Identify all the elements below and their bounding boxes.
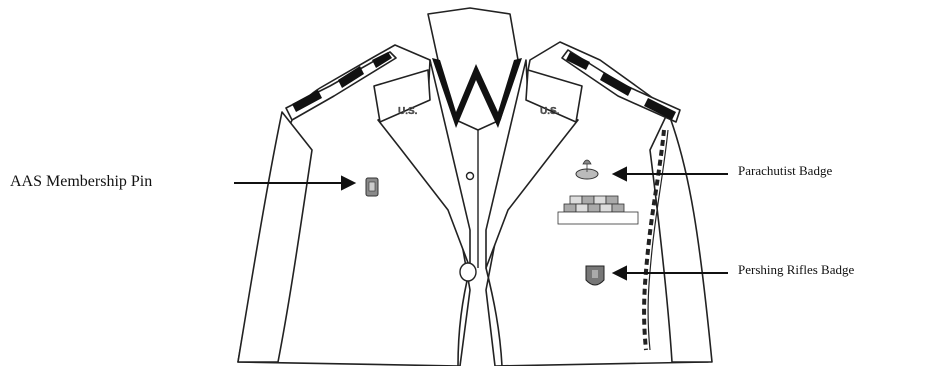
- right-collar-insignia: U.S.: [540, 106, 560, 117]
- pershing-rifles-badge-icon: [586, 266, 604, 285]
- left-collar-insignia: U.S.: [398, 106, 418, 117]
- jacket-button: [460, 263, 476, 281]
- pershing-rifles-label: Pershing Rifles Badge: [738, 262, 854, 278]
- aas-pin-icon: [366, 178, 378, 196]
- aas-pin-label: AAS Membership Pin: [10, 173, 152, 191]
- shirt-button: [467, 173, 474, 180]
- parachutist-badge-label: Parachutist Badge: [738, 163, 832, 179]
